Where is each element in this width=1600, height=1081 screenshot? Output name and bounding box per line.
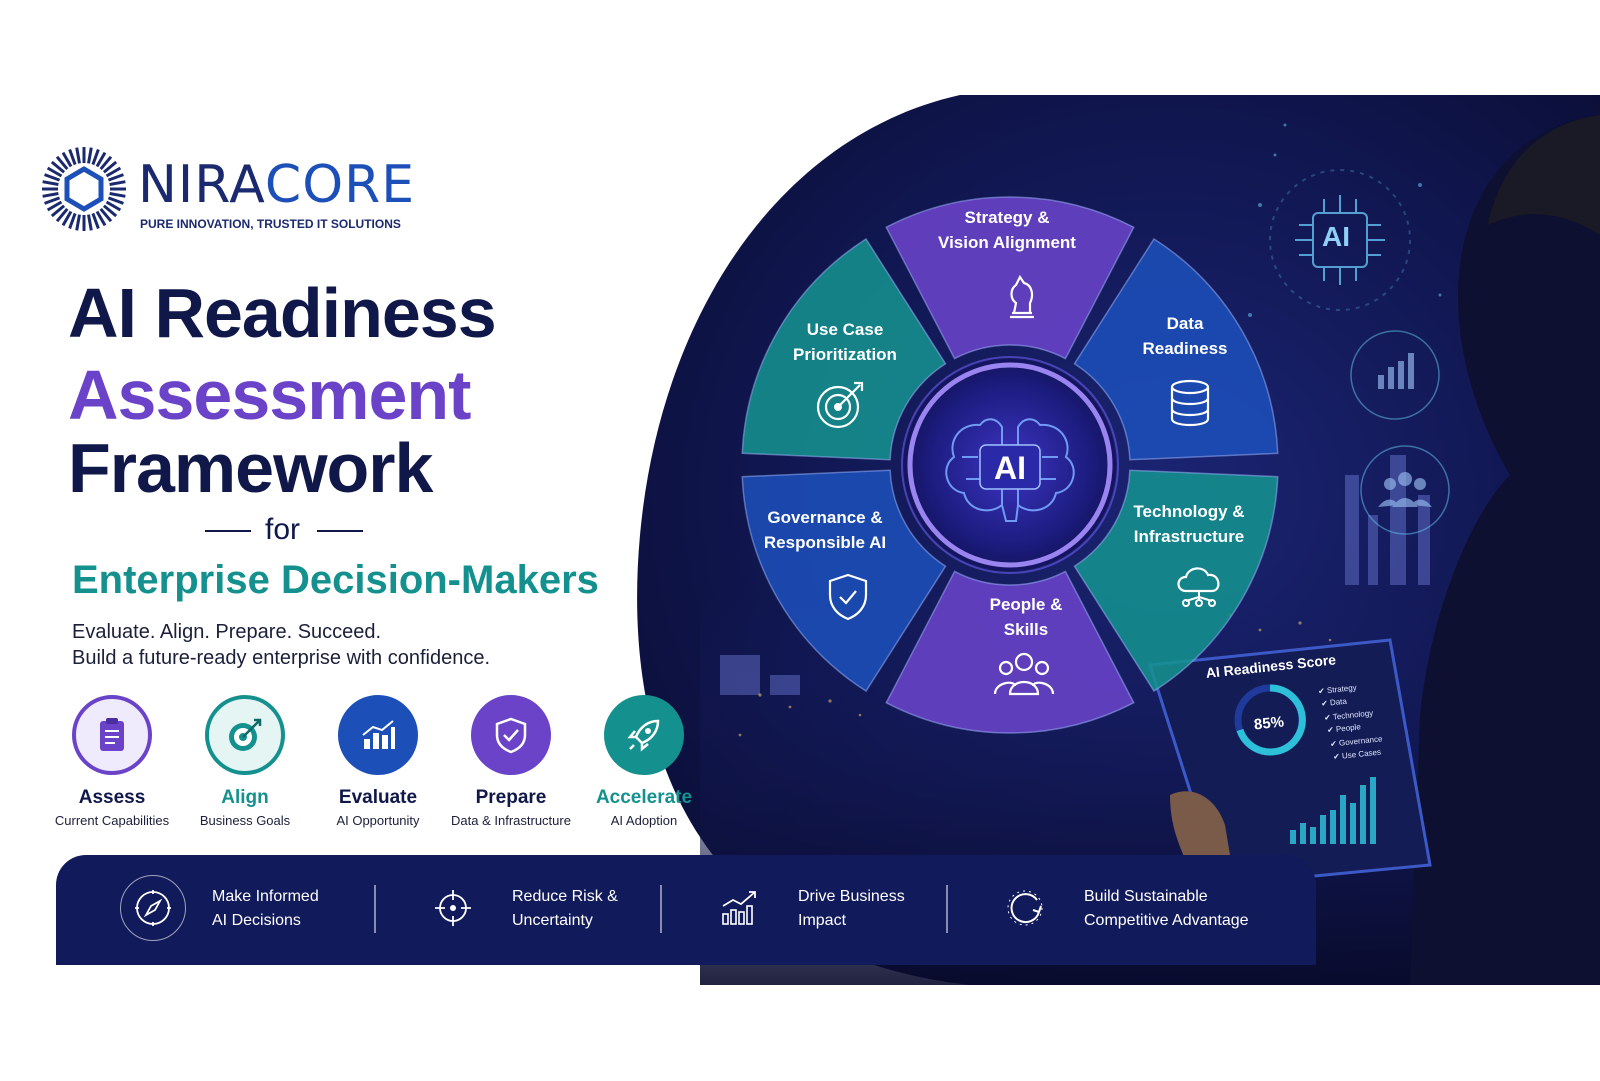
brand-name: NIRACORE <box>138 155 416 215</box>
crosshair-icon <box>420 875 486 941</box>
segment-label-strategy: Strategy & Vision Alignment <box>938 208 1076 252</box>
database-icon <box>1170 379 1210 427</box>
benefit-separator <box>946 885 948 933</box>
cloud-network-icon <box>1177 567 1220 607</box>
floating-bar-icon <box>1378 353 1414 389</box>
wheel-segment <box>1073 469 1279 693</box>
wheel-segment <box>885 196 1135 360</box>
brand-logo: NIRACORE PURE INNOVATION, TRUSTED IT SOL… <box>40 145 430 235</box>
floating-people-icon <box>1378 472 1432 507</box>
page-title-line1: AI Readiness <box>68 274 497 352</box>
cycle-arrow-icon <box>992 875 1058 941</box>
wheel-segment <box>741 237 947 461</box>
benefit-reduce-risk: Reduce Risk &Uncertainty <box>420 855 680 965</box>
step-evaluate: Evaluate AI Opportunity <box>308 695 448 835</box>
target-icon <box>816 381 864 429</box>
benefit-separator <box>660 885 662 933</box>
tagline-line2: Build a future-ready enterprise with con… <box>72 647 491 669</box>
wheel-segment <box>741 469 947 693</box>
ai-chip-hologram <box>1269 169 1411 311</box>
rocket-icon <box>604 695 684 775</box>
tagline-line1: Evaluate. Align. Prepare. Succeed. <box>72 621 382 643</box>
shield-icon <box>471 695 551 775</box>
brain-icon <box>945 418 1075 522</box>
segment-label-governance: Governance & Responsible AI <box>763 508 887 552</box>
segment-label-use-case: Use Case Prioritization <box>793 320 897 364</box>
score-percent: 85% <box>1253 713 1285 734</box>
target-icon <box>205 695 285 775</box>
chess-knight-icon <box>1010 274 1034 319</box>
logo-mark-icon <box>42 147 126 231</box>
clipboard-icon <box>72 695 152 775</box>
wheel-segment <box>1073 237 1279 461</box>
segment-label-technology: Technology & Infrastructure <box>1133 502 1245 546</box>
ai-chip-label: AI <box>1322 221 1350 252</box>
brand-tagline: PURE INNOVATION, TRUSTED IT SOLUTIONS <box>140 217 401 231</box>
step-assess: Assess Current Capabilities <box>42 695 182 835</box>
bar-chart-icon <box>338 695 418 775</box>
growth-chart-icon <box>706 875 772 941</box>
framework-wheel: AI <box>741 196 1279 734</box>
benefit-separator <box>374 885 376 933</box>
audience-subtitle: Enterprise Decision-Makers <box>72 558 599 602</box>
page-title-line3: Framework <box>68 429 433 507</box>
title-connector: for <box>205 513 365 547</box>
banner: AI Strategy & Vision Alignment Data Read… <box>0 95 1600 985</box>
step-accelerate: Accelerate AI Adoption <box>574 695 714 835</box>
shield-check-icon <box>828 573 868 621</box>
people-icon <box>993 652 1055 696</box>
compass-icon <box>120 875 186 941</box>
wheel-segment <box>885 570 1135 734</box>
page-title-line2: Assessment <box>68 356 471 434</box>
wheel-center-label: AI <box>994 450 1026 486</box>
segment-label-people: People & Skills <box>989 595 1063 639</box>
step-align: Align Business Goals <box>175 695 315 835</box>
step-prepare: Prepare Data & Infrastructure <box>441 695 581 835</box>
segment-label-data: Data Readiness <box>1142 314 1228 358</box>
